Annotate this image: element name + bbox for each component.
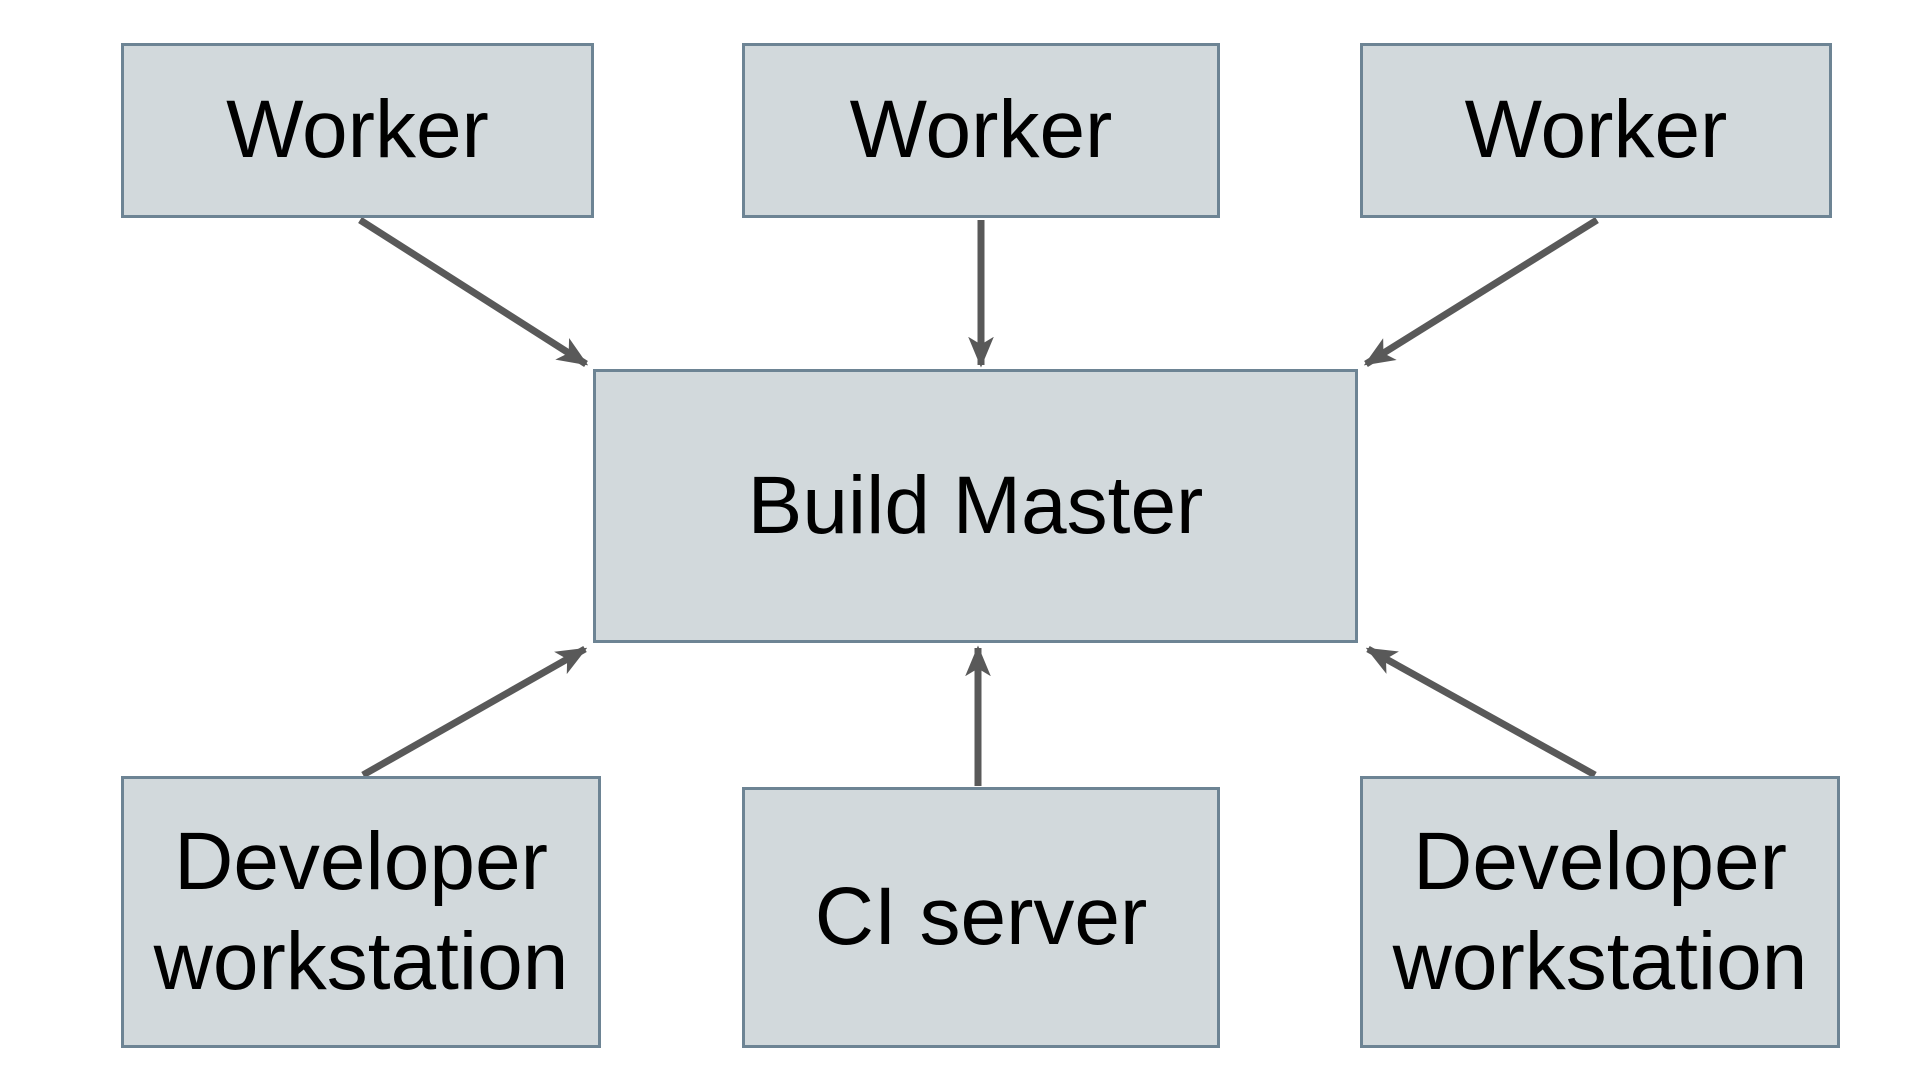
node-developer-workstation-1: Developer workstation: [121, 776, 601, 1048]
node-developer-workstation-1-label: Developer workstation: [153, 815, 569, 1007]
node-worker-1-label: Worker: [226, 84, 489, 176]
node-ci-server-label: CI server: [814, 871, 1148, 963]
node-worker-3-label: Worker: [1464, 84, 1728, 176]
node-worker-3: Worker: [1360, 43, 1832, 218]
arrow-worker-3-to-build-master: [1363, 217, 1599, 367]
node-build-master-label: Build Master: [747, 459, 1204, 551]
node-worker-2: Worker: [742, 43, 1220, 218]
node-build-master: Build Master: [593, 369, 1358, 643]
node-developer-workstation-2-label: Developer workstation: [1392, 815, 1808, 1007]
node-worker-2-label: Worker: [849, 84, 1113, 176]
arrow-developer-workstation-2-to-build-master: [1365, 645, 1597, 779]
arrow-developer-workstation-1-to-build-master: [361, 645, 588, 779]
node-worker-1: Worker: [121, 43, 594, 218]
arrow-worker-1-to-build-master: [358, 217, 589, 367]
node-developer-workstation-2: Developer workstation: [1360, 776, 1840, 1048]
node-ci-server: CI server: [742, 787, 1220, 1048]
